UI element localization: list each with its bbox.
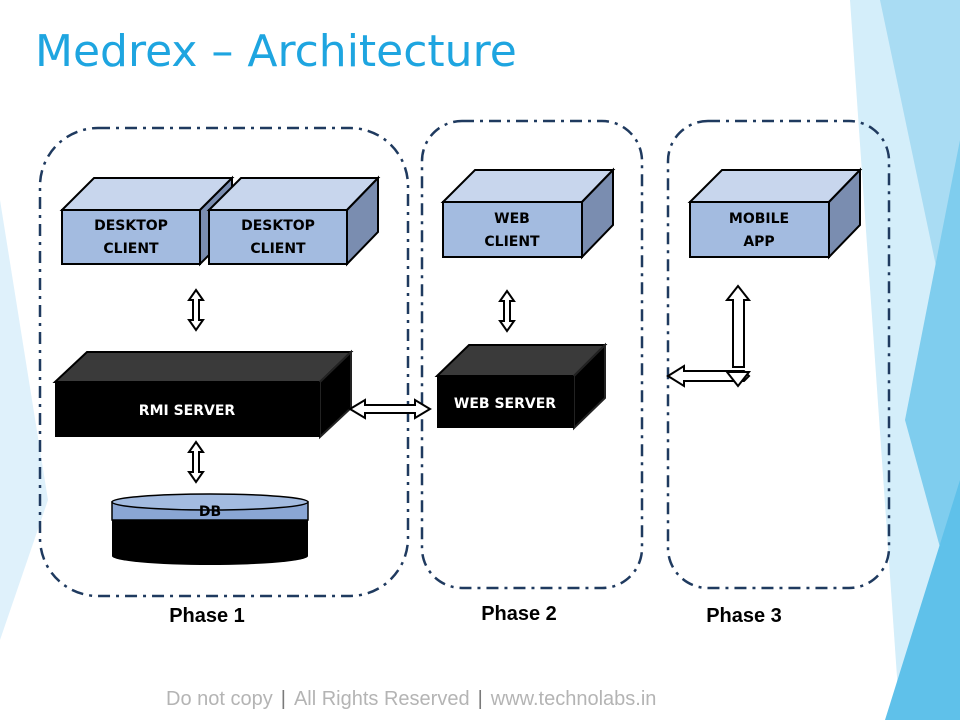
rmi-server-label: RMI SERVER xyxy=(139,403,236,419)
phase-3-container xyxy=(666,119,891,590)
desktop-rmi-arrow xyxy=(188,289,204,331)
web-client-line2: CLIENT xyxy=(484,234,540,250)
web-client-line1: WEB xyxy=(494,211,530,227)
phase-3-label: Phase 3 xyxy=(706,605,782,627)
web-server-box: WEB SERVER xyxy=(434,342,608,431)
footer-website: www.technolabs.in xyxy=(490,688,657,710)
phase-2-container xyxy=(420,119,644,590)
mobile-connector-arrow xyxy=(666,284,752,388)
phase-2-label: Phase 2 xyxy=(481,603,557,625)
rmi-db-arrow xyxy=(188,441,204,483)
mobile-app-line1: MOBILE xyxy=(729,211,789,227)
phase-1-container xyxy=(38,126,410,598)
mobile-app-line2: APP xyxy=(743,234,774,250)
desktop-client-box-1: DESKTOP CLIENT xyxy=(59,175,235,267)
desktop-client-box-2: DESKTOP CLIENT xyxy=(206,175,381,267)
webclient-webserver-arrow xyxy=(499,290,515,332)
phase-1-label: Phase 1 xyxy=(169,605,245,627)
slide-title: Medrex – Architecture xyxy=(35,26,517,77)
db-label: DB xyxy=(199,504,221,520)
rmi-webserver-arrow xyxy=(348,398,432,420)
desktop-client-1-line2: CLIENT xyxy=(103,241,159,257)
mobile-app-box: MOBILE APP xyxy=(687,167,863,260)
db-cylinder: DB xyxy=(111,493,309,565)
web-server-label: WEB SERVER xyxy=(454,396,556,412)
web-client-box: WEB CLIENT xyxy=(440,167,616,260)
desktop-client-2-line2: CLIENT xyxy=(250,241,306,257)
rmi-server-box: RMI SERVER xyxy=(52,349,354,440)
desktop-client-2-line1: DESKTOP xyxy=(241,218,315,234)
footer-copy-notice: Do not copy xyxy=(166,688,273,710)
footer: Do not copy|All Rights Reserved|www.tech… xyxy=(166,688,657,710)
desktop-client-1-line1: DESKTOP xyxy=(94,218,168,234)
footer-rights: All Rights Reserved xyxy=(293,688,470,710)
